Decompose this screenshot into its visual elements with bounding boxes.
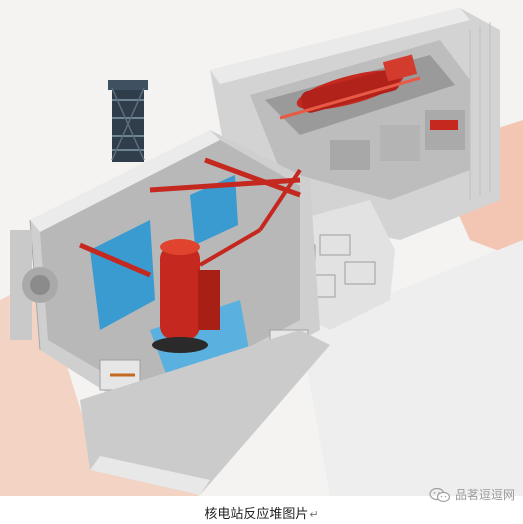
ventilation-stack [108, 80, 148, 162]
nuclear-plant-cutaway-illustration [0, 0, 523, 496]
turbine-generator [279, 54, 421, 120]
reactor-vessel [152, 168, 302, 353]
watermark: 品茗逗逗网 [429, 486, 515, 503]
watermark-text: 品茗逗逗网 [454, 488, 515, 502]
image-caption: 核电站反应堆图片↵ [0, 503, 523, 522]
return-mark: ↵ [309, 508, 319, 521]
caption-text: 核电站反应堆图片 [204, 507, 309, 522]
base-slab [80, 330, 330, 495]
condenser-area [330, 110, 465, 170]
reactor-building [10, 130, 320, 420]
polar-crane [79, 157, 301, 278]
wechat-icon [429, 487, 451, 502]
